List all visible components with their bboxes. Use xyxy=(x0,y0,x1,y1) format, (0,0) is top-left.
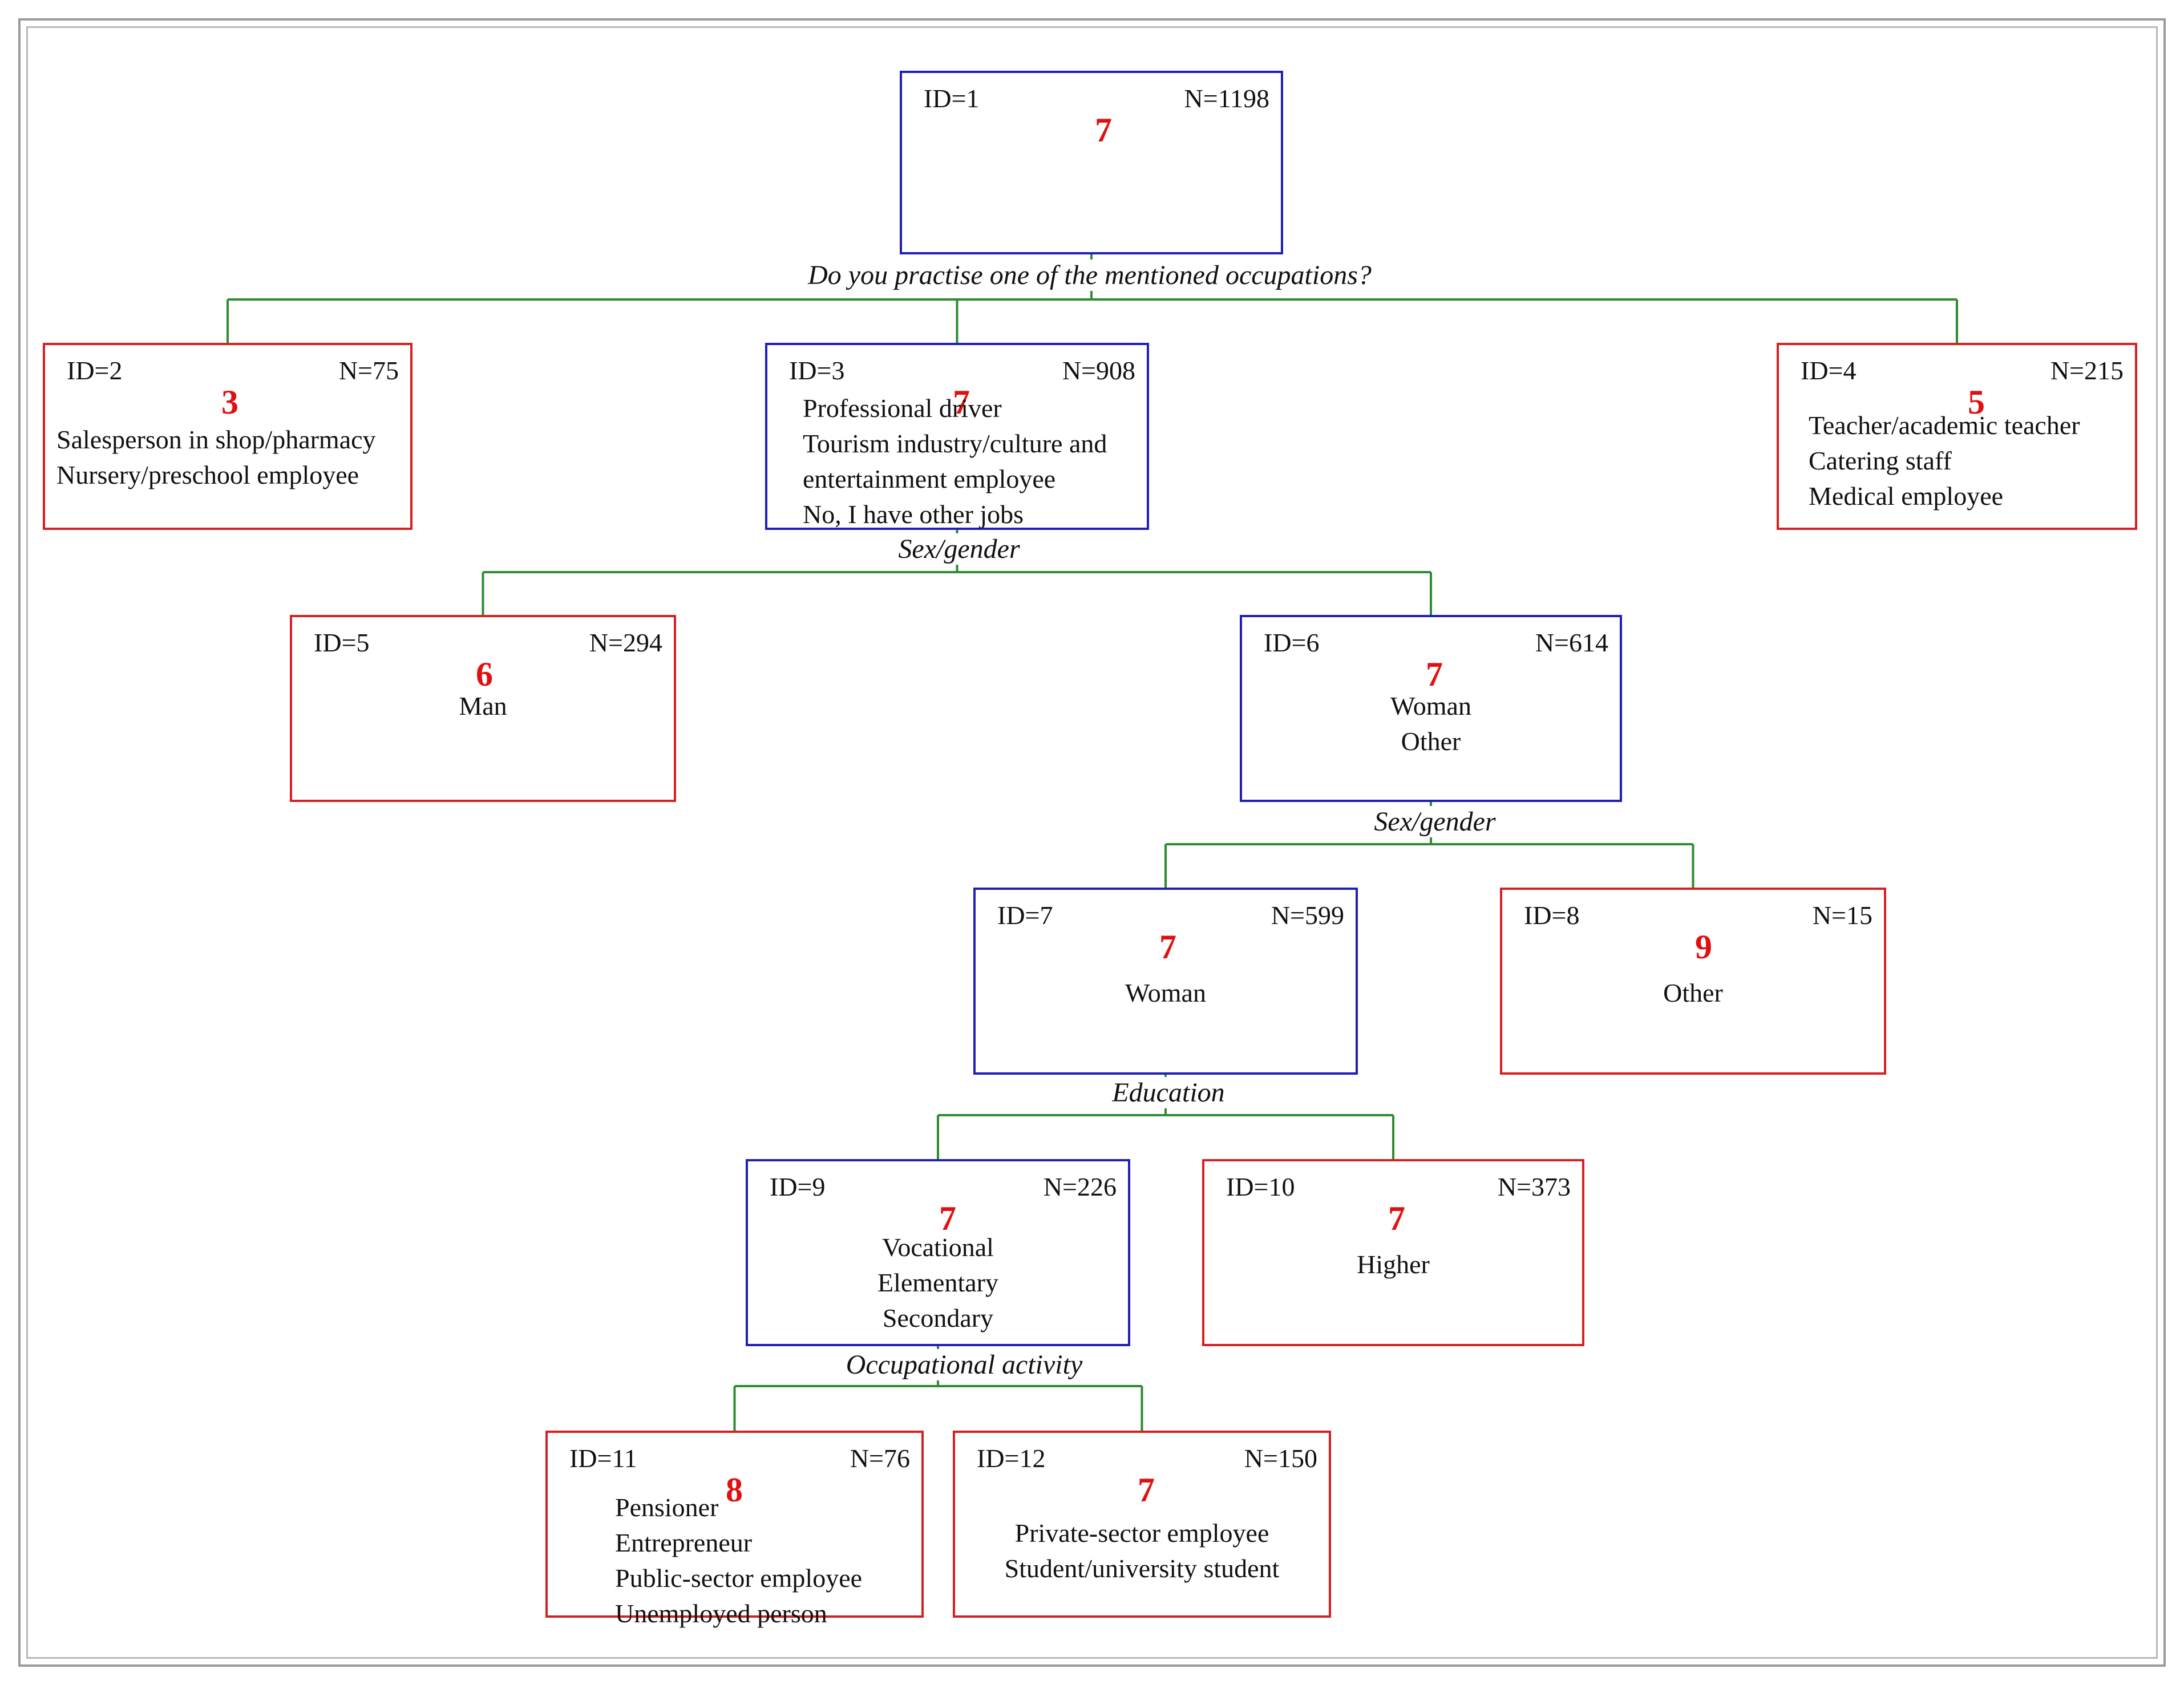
node-category: Teacher/academic teacher xyxy=(1809,411,2080,440)
node-count-label: N=599 xyxy=(1271,901,1344,930)
node-category: Student/university student xyxy=(1004,1554,1280,1583)
node-count-label: N=76 xyxy=(850,1444,910,1473)
node-category: Vocational xyxy=(882,1233,994,1262)
node-count-label: N=373 xyxy=(1497,1172,1571,1201)
node-predicted-value: 7 xyxy=(1095,111,1112,149)
node-count-label: N=294 xyxy=(589,628,662,657)
node-category: Other xyxy=(1663,978,1723,1007)
node-category: Man xyxy=(459,691,507,720)
node-id-label: ID=4 xyxy=(1801,356,1857,385)
node-id-label: ID=1 xyxy=(924,84,980,113)
node-category: Professional driver xyxy=(803,394,1002,423)
node-count-label: N=75 xyxy=(338,356,399,385)
node-category-list: Woman xyxy=(976,975,1356,1011)
node-id-label: ID=2 xyxy=(67,356,123,385)
node-category: Secondary xyxy=(882,1303,994,1332)
node-id-label: ID=3 xyxy=(789,356,845,385)
node-count-label: N=1198 xyxy=(1184,84,1269,113)
outer-frame xyxy=(18,18,2166,1667)
node-count-label: N=150 xyxy=(1244,1444,1317,1473)
node-category: Medical employee xyxy=(1809,481,2004,511)
node-category: Catering staff xyxy=(1809,446,1952,475)
node-count-label: N=226 xyxy=(1043,1172,1117,1201)
node-category-list: Other xyxy=(1502,975,1884,1011)
node-category: Unemployed person xyxy=(615,1599,827,1628)
node-predicted-value: 7 xyxy=(1388,1200,1405,1237)
node-category: Nursery/preschool employee xyxy=(56,460,359,489)
node-predicted-value: 9 xyxy=(1695,928,1712,966)
inner-frame xyxy=(26,26,2158,1659)
node-predicted-value: 7 xyxy=(1426,655,1443,693)
node-category: No, I have other jobs xyxy=(803,500,1024,529)
node-id-label: ID=6 xyxy=(1264,628,1320,657)
node-id-label: ID=10 xyxy=(1226,1172,1295,1201)
node-predicted-value: 7 xyxy=(1138,1471,1155,1509)
node-predicted-value: 8 xyxy=(726,1471,743,1509)
tree-node: ID=1 N=1198 7 xyxy=(900,71,1283,254)
node-category: Pensioner xyxy=(615,1493,719,1522)
node-id-label: ID=12 xyxy=(977,1444,1046,1473)
node-id-label: ID=8 xyxy=(1524,901,1580,930)
split-variable-label: Do you practise one of the mentioned occ… xyxy=(802,260,1377,291)
node-category: Woman xyxy=(1125,978,1206,1007)
node-category: Elementary xyxy=(877,1268,998,1297)
node-id-label: ID=9 xyxy=(770,1172,826,1201)
node-category: Higher xyxy=(1357,1250,1430,1279)
node-category: entertainment employee xyxy=(803,464,1056,493)
node-count-label: N=908 xyxy=(1062,356,1135,385)
node-category: Tourism industry/culture and xyxy=(803,429,1107,458)
node-predicted-value: 7 xyxy=(939,1200,956,1237)
node-category: Public-sector employee xyxy=(615,1564,863,1593)
node-count-label: N=215 xyxy=(2050,356,2124,385)
split-variable-label: Occupational activity xyxy=(840,1349,1089,1380)
node-id-label: ID=11 xyxy=(569,1444,637,1473)
node-predicted-value: 6 xyxy=(476,655,493,693)
node-category: Entrepreneur xyxy=(615,1528,753,1557)
node-predicted-value: 7 xyxy=(1159,928,1176,966)
node-count-label: N=15 xyxy=(1812,901,1872,930)
node-category: Salesperson in shop/pharmacy xyxy=(56,425,376,454)
node-category-list: Higher xyxy=(1204,1247,1582,1282)
node-predicted-value: 3 xyxy=(221,383,238,421)
node-id-label: ID=5 xyxy=(314,628,370,657)
split-variable-label: Sex/gender xyxy=(892,533,1026,565)
node-category: Woman xyxy=(1390,691,1471,720)
node-predicted-value: 5 xyxy=(1968,383,1985,421)
node-predicted-value: 7 xyxy=(953,383,970,421)
node-id-label: ID=7 xyxy=(997,901,1053,930)
split-variable-label: Education xyxy=(1106,1077,1231,1108)
split-variable-label: Sex/gender xyxy=(1368,806,1502,837)
node-count-label: N=614 xyxy=(1535,628,1608,657)
node-category: Other xyxy=(1401,727,1461,756)
node-category-list: Man xyxy=(292,688,674,724)
node-category: Private-sector employee xyxy=(1014,1518,1269,1548)
